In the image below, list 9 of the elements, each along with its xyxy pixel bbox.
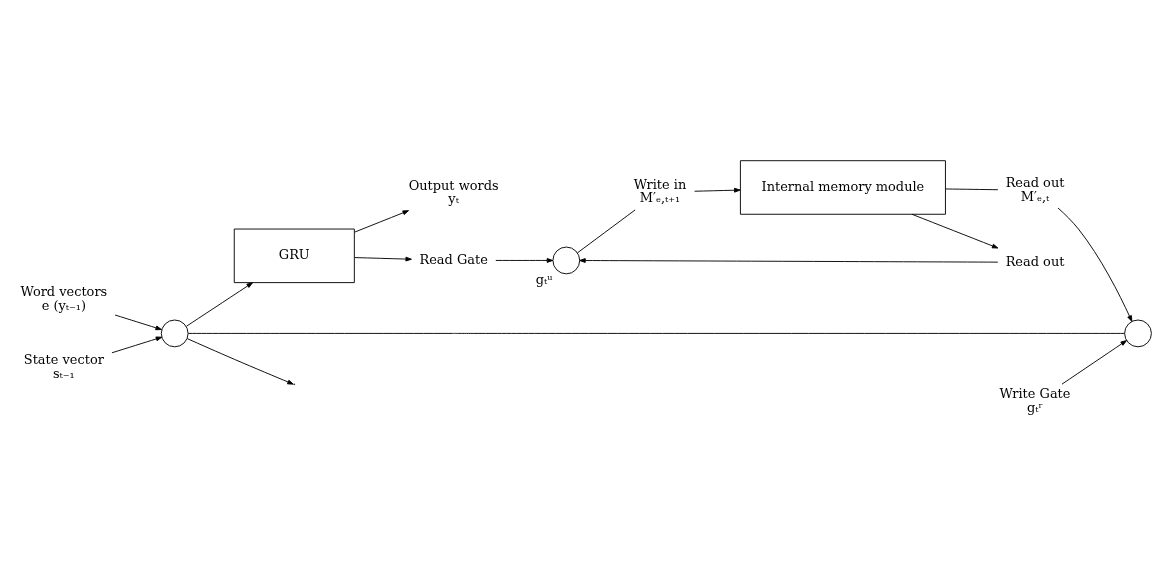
node-text: Read Gate [419,251,488,267]
node-text: Read out [1005,253,1065,269]
node-text: Read out M′ₑ,ₜ [1005,174,1065,204]
node-text: Write Gate gₜʳ [999,386,1071,416]
node-text: Output words yₜ [408,177,499,207]
node-label: gₜᵘ [535,272,553,288]
node-text: Word vectors e (yₜ₋₁) [20,283,108,313]
node-text: State vector sₜ₋₁ [23,352,104,381]
node-text: Write in M′ₑ,ₜ₊₁ [633,176,687,206]
